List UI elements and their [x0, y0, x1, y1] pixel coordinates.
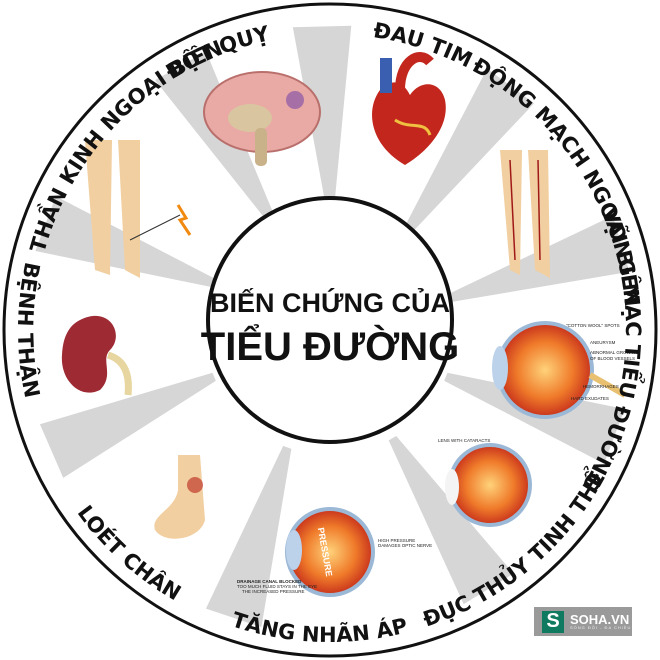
divider-wedge: [292, 25, 352, 206]
glaucoma-eye-icon: PRESSURE HIGH PRESSURE DAMAGES OPTIC NER…: [237, 507, 432, 597]
foot-ulcer-icon: [154, 455, 205, 539]
note-hard-exudates: HARD EXUDATES: [571, 396, 609, 401]
cataract-eye-icon: LENS WITH CATARACTS: [438, 438, 532, 527]
center-circle: [206, 196, 454, 444]
note-drainage: DRAINAGE CANAL BLOCKED: [237, 579, 302, 584]
note-aneurysm: ANEURYSM: [590, 340, 616, 345]
note-cotton-wool: "COTTON WOOL" SPOTS: [566, 323, 620, 328]
divider-wedge: [444, 372, 625, 464]
note-optic-nerve: DAMAGES OPTIC NERVE: [378, 543, 432, 548]
note-lens-cataracts: LENS WITH CATARACTS: [438, 438, 490, 443]
note-hemorrhages: HEMORRHAGES: [583, 384, 619, 389]
divider-wedge: [403, 68, 535, 235]
divider-wedge: [205, 445, 292, 628]
note-fluid: TOO MUCH FLUID STAYS IN THE EYE: [237, 584, 317, 589]
brain-icon: [203, 71, 321, 166]
divider-wedge: [39, 372, 216, 478]
divider-wedge: [388, 436, 514, 605]
center-title-line2: TIỂU ĐƯỜNG: [201, 322, 459, 369]
note-high-pressure: HIGH PRESSURE: [378, 538, 415, 543]
legs-arteries-icon: [500, 150, 550, 278]
heart-icon: [372, 52, 446, 165]
watermark-brand: SOHA.VN: [570, 612, 630, 627]
note-abnormal-growth: ABNORMAL GROWTH: [590, 350, 637, 355]
kidney-icon: [61, 315, 132, 396]
note-blood-vessels: OF BLOOD VESSELS: [590, 356, 635, 361]
center-title-line1: BIẾN CHỨNG CỦA: [210, 286, 450, 318]
watermark-tagline: SỐNG ĐỘI - ĐA CHIỀU: [570, 625, 632, 630]
legs-nerve-icon: [85, 140, 192, 278]
soha-s-icon: S: [542, 610, 564, 633]
note-increased-pressure: THE INCREASED PRESSURE: [242, 589, 305, 594]
retina-eye-icon: "COTTON WOOL" SPOTS ANEURYSM ABNORMAL GR…: [492, 321, 637, 419]
